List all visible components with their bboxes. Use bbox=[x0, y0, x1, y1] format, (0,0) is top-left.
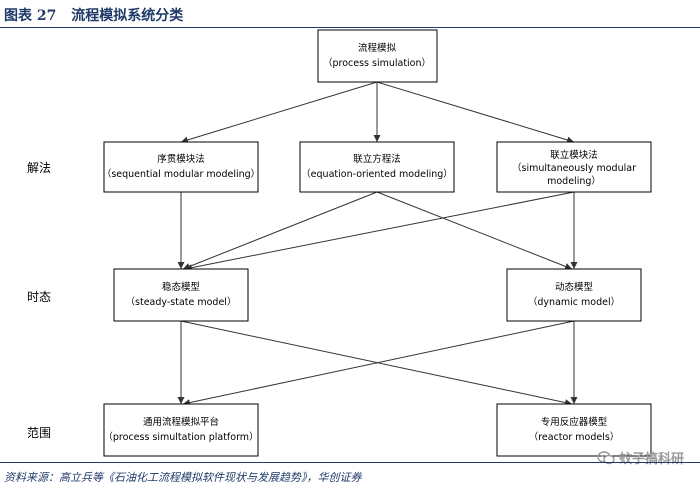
node-steady-state: 稳态模型 （steady-state model） bbox=[113, 268, 249, 322]
figure-header: 图表 27 流程模拟系统分类 bbox=[0, 0, 700, 28]
node-reactor-models: 专用反应器模型 （reactor models） bbox=[496, 403, 652, 457]
watermark-text: 蚊子搞科研 bbox=[618, 452, 684, 467]
connectors bbox=[177, 81, 578, 406]
node-title: 流程模拟 bbox=[358, 42, 397, 54]
row-label-method: 解法 bbox=[27, 161, 51, 175]
node-subtitle-cont: modeling） bbox=[547, 175, 601, 187]
node-process-simulation: 流程模拟 （process simulation） bbox=[317, 29, 438, 83]
node-subtitle: （equation-oriented modeling） bbox=[301, 168, 453, 180]
node-subtitle: （process simulation） bbox=[323, 57, 431, 69]
edge-dynamic-platform bbox=[182, 320, 575, 406]
node-sequential-modular: 序贯模块法 （sequential modular modeling） bbox=[102, 141, 260, 193]
node-title: 联立方程法 bbox=[353, 153, 401, 165]
node-subtitle: （steady-state model） bbox=[126, 296, 237, 308]
row-label-temporal: 时态 bbox=[27, 290, 51, 304]
watermark: 蚊子搞科研 bbox=[597, 448, 684, 467]
node-title: 通用流程模拟平台 bbox=[143, 416, 219, 428]
edge-root-simultaneous bbox=[376, 81, 575, 144]
node-title: 专用反应器模型 bbox=[541, 416, 608, 428]
node-subtitle: （reactor models） bbox=[529, 431, 620, 443]
node-title: 动态模型 bbox=[555, 281, 594, 293]
node-dynamic: 动态模型 （dynamic model） bbox=[506, 268, 642, 322]
wechat-icon bbox=[597, 450, 615, 464]
edge-simultaneous-steady bbox=[184, 191, 575, 272]
node-title: 稳态模型 bbox=[162, 281, 201, 293]
source-citation: 资料来源：高立兵等《石油化工流程模拟软件现状与发展趋势》，华创证券 bbox=[4, 471, 362, 484]
edge-equation-dynamic bbox=[376, 191, 573, 270]
figure-title: 流程模拟系统分类 bbox=[71, 8, 184, 24]
node-subtitle: （dynamic model） bbox=[528, 296, 620, 308]
node-title: 序贯模块法 bbox=[157, 153, 205, 165]
row-label-scope: 范围 bbox=[27, 426, 51, 440]
node-equation-oriented: 联立方程法 （equation-oriented modeling） bbox=[299, 141, 455, 193]
node-subtitle: （sequential modular modeling） bbox=[102, 168, 260, 180]
node-subtitle: （simultaneously modular bbox=[512, 162, 636, 174]
figure-label: 图表 27 bbox=[4, 8, 57, 24]
edge-root-sequential bbox=[180, 81, 378, 144]
node-process-platform: 通用流程模拟平台 （process simultation platform） bbox=[103, 403, 259, 457]
node-subtitle: （process simultation platform） bbox=[103, 431, 258, 443]
figure-footer: 资料来源：高立兵等《石油化工流程模拟软件现状与发展趋势》，华创证券 bbox=[0, 462, 700, 490]
node-title: 联立模块法 bbox=[550, 149, 598, 161]
node-simultaneous-modular: 联立模块法 （simultaneously modular modeling） bbox=[496, 141, 652, 193]
edge-equation-steady bbox=[182, 191, 378, 270]
